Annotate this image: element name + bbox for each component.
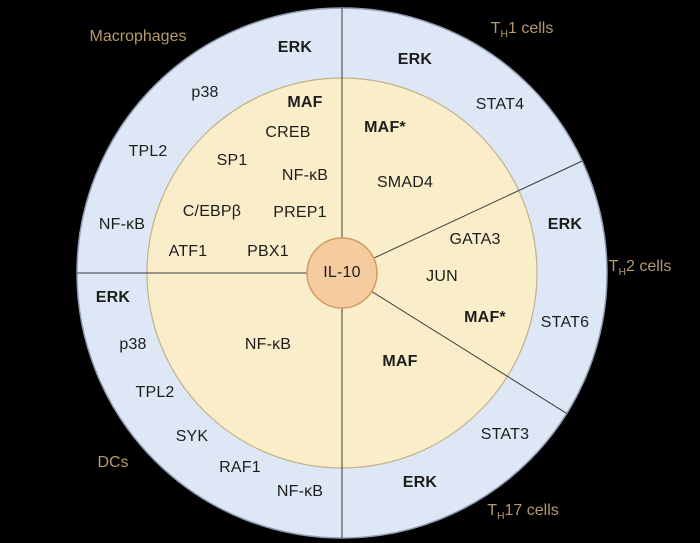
macrophages-inner-sp1: SP1 xyxy=(216,152,248,169)
divider-th1-th2 xyxy=(373,160,583,259)
macrophages-inner-nfkb: NF-κB xyxy=(281,167,329,184)
th2-outer-stat6: STAT6 xyxy=(540,314,590,331)
cell-type-label-dcs: DCs xyxy=(97,454,129,471)
dcs-outer-p38: p38 xyxy=(119,336,147,353)
macrophages-outer-nfkb: NF-κB xyxy=(98,216,146,233)
macrophages-inner-maf: MAF xyxy=(287,94,323,111)
macrophages-inner-cebpb: C/EBPβ xyxy=(182,203,242,220)
th1-outer-erk: ERK xyxy=(397,51,433,68)
th1-outer-stat4: STAT4 xyxy=(475,96,525,113)
th1-inner-maf-star: MAF* xyxy=(364,119,406,136)
th1-inner-smad4: SMAD4 xyxy=(376,174,434,191)
cell-type-label-macrophages: Macrophages xyxy=(89,28,187,45)
th2-inner-jun: JUN xyxy=(426,268,458,285)
macrophages-outer-p38: p38 xyxy=(191,84,219,101)
dcs-outer-erk: ERK xyxy=(95,289,131,306)
center-il10-label: IL-10 xyxy=(323,264,361,281)
dcs-outer-tpl2: TPL2 xyxy=(135,384,175,401)
th2-inner-gata3: GATA3 xyxy=(449,231,501,248)
cell-type-label-th17: TH17 cells xyxy=(487,501,559,523)
macrophages-outer-tpl2: TPL2 xyxy=(128,143,168,160)
macrophages-inner-pbx1: PBX1 xyxy=(247,243,289,260)
macrophages-inner-prep1: PREP1 xyxy=(273,204,327,221)
macrophages-outer-erk: ERK xyxy=(277,39,313,56)
macrophages-inner-atf1: ATF1 xyxy=(168,243,208,260)
cell-type-label-th1: TH1 cells xyxy=(490,19,554,41)
th2-inner-maf-star: MAF* xyxy=(464,309,506,326)
center-il10-circle xyxy=(306,237,378,309)
divider-th2-th17 xyxy=(371,291,567,414)
th2-outer-erk: ERK xyxy=(547,216,583,233)
dcs-outer-syk: SYK xyxy=(175,428,209,445)
th17-outer-stat3: STAT3 xyxy=(480,426,530,443)
th17-inner-maf: MAF xyxy=(382,353,418,370)
dcs-outer-nfkb: NF-κB xyxy=(276,483,324,500)
dcs-inner-nfkb: NF-κB xyxy=(244,336,292,353)
macrophages-inner-creb: CREB xyxy=(265,124,311,141)
th17-outer-erk: ERK xyxy=(402,474,438,491)
cell-type-label-th2: TH2 cells xyxy=(608,257,672,279)
dcs-outer-raf1: RAF1 xyxy=(219,459,261,476)
